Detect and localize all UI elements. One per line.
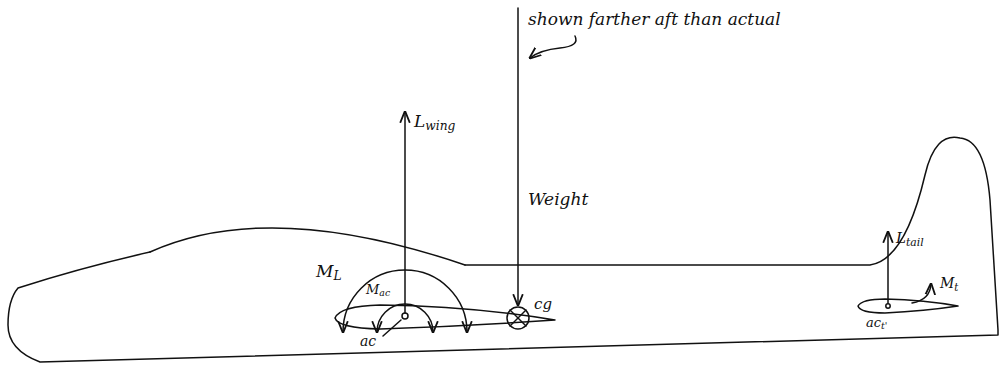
force-label: Weight bbox=[528, 190, 588, 209]
fuselage-outline bbox=[8, 137, 998, 362]
ac-moment-arc bbox=[377, 304, 433, 332]
ac-leader bbox=[383, 320, 401, 336]
ac-point bbox=[402, 313, 408, 319]
cg-cross bbox=[510, 310, 526, 326]
wing-airfoil bbox=[335, 305, 555, 329]
wing-lift-arrow bbox=[404, 112, 406, 313]
weight-arrow bbox=[517, 8, 519, 305]
tail-ac-point bbox=[886, 304, 890, 308]
lift-moment-arc bbox=[343, 270, 467, 332]
moment-label: Mac bbox=[366, 283, 390, 297]
force-label: Lwing bbox=[414, 112, 455, 131]
point-label: ac bbox=[360, 334, 376, 349]
tail-moment-arrow bbox=[912, 284, 931, 303]
cg-symbol bbox=[507, 307, 529, 329]
moment-label: Mt bbox=[940, 276, 958, 291]
cg-cross bbox=[510, 310, 526, 326]
tail-lift-arrow bbox=[887, 232, 889, 303]
force-label: Ltail bbox=[896, 230, 924, 247]
point-label: cg bbox=[534, 296, 552, 313]
tail-airfoil bbox=[858, 299, 958, 313]
note-arrow bbox=[530, 36, 576, 58]
note-text: shown farther aft than actual bbox=[528, 10, 781, 29]
canopy-outline bbox=[150, 228, 465, 265]
point-label: act' bbox=[866, 316, 887, 330]
moment-label: ML bbox=[316, 262, 342, 281]
